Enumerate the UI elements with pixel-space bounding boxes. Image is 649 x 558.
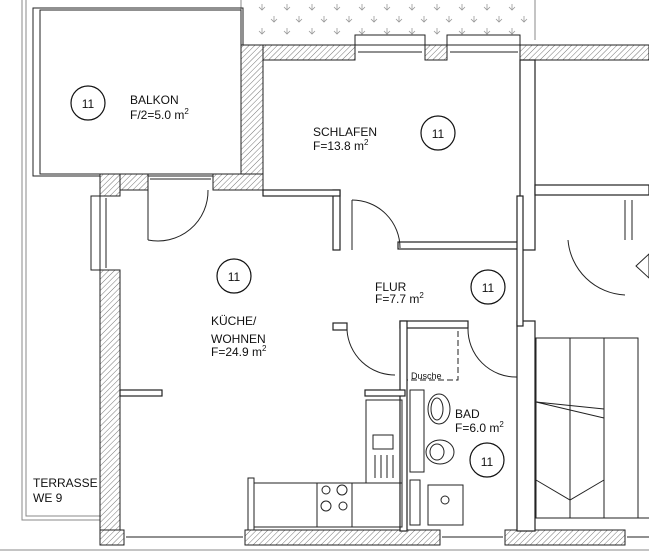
planting-arrow-icon — [433, 28, 441, 35]
room-number: 11 — [228, 270, 241, 284]
planting-arrow-icon — [520, 16, 528, 23]
room-area: F=13.8 m2 — [313, 138, 369, 153]
planting-arrow-icon — [270, 16, 278, 23]
terrace-unit-label: WE 9 — [33, 491, 63, 505]
terrace-outline — [21, 0, 100, 521]
walls — [99, 44, 649, 546]
planting-arrow-icon — [333, 4, 341, 11]
planting-arrow-icon — [395, 16, 403, 23]
planting-arrow-icon — [508, 28, 516, 35]
planting-arrow-icon — [258, 4, 266, 11]
planting-arrow-icon — [370, 16, 378, 23]
planting-arrow-icon — [470, 16, 478, 23]
room-number: 11 — [432, 127, 445, 141]
room-area: F/2=5.0 m2 — [130, 107, 189, 122]
room-bad: 11 BAD F=6.0 m2 — [455, 407, 505, 478]
planting-arrow-icon — [383, 28, 391, 35]
room-area: F=6.0 m2 — [455, 420, 504, 435]
room-number: 11 — [82, 97, 95, 111]
terrace-label: TERRASSE — [33, 476, 98, 490]
shower-label: Dusche — [411, 371, 442, 381]
room-name: KÜCHE/ — [211, 314, 257, 328]
room-number: 11 — [481, 455, 494, 469]
balcony — [32, 7, 244, 177]
planting-arrow-icon — [495, 16, 503, 23]
planting-arrow-icon — [383, 4, 391, 11]
windows — [90, 34, 649, 538]
room-number-circle — [70, 85, 106, 121]
planting-arrow-icon — [358, 4, 366, 11]
planting-arrow-icon — [408, 28, 416, 35]
planting-arrow-icon — [258, 28, 266, 35]
room-balkon: 11 BALKON F/2=5.0 m2 — [70, 85, 189, 122]
planting-arrow-icon — [420, 16, 428, 23]
planting-arrow-icon — [345, 16, 353, 23]
planting-arrow-icon — [508, 4, 516, 11]
planting-arrow-icon — [458, 28, 466, 35]
planting-arrow-icon — [333, 28, 341, 35]
room-flur: 11 FLUR F=7.7 m2 — [375, 269, 506, 306]
planting-arrow-icon — [308, 4, 316, 11]
planting-arrow-icon — [320, 16, 328, 23]
room-name: BALKON — [130, 93, 179, 107]
planting-arrow-icon — [295, 16, 303, 23]
planting-arrow-icon — [445, 16, 453, 23]
planting-arrow-icon — [308, 28, 316, 35]
room-name: FLUR — [375, 280, 407, 294]
planting-arrow-icon — [458, 4, 466, 11]
kitchen-counter — [247, 399, 403, 531]
room-schlafen: 11 SCHLAFEN F=13.8 m2 — [313, 115, 456, 153]
room-kueche-wohnen: 11 KÜCHE/ WOHNEN F=24.9 m2 — [211, 258, 267, 359]
planting-arrow-icon — [483, 28, 491, 35]
planting-arrow-icon — [483, 4, 491, 11]
room-name: WOHNEN — [211, 332, 266, 346]
planting-arrow-icon — [283, 4, 291, 11]
planting-strip — [240, 0, 536, 40]
room-area: F=7.7 m2 — [375, 291, 424, 306]
staircase — [535, 337, 649, 519]
room-name: SCHLAFEN — [313, 125, 377, 139]
bathroom-fixtures — [407, 327, 464, 526]
room-number: 11 — [482, 281, 495, 295]
room-name: BAD — [455, 407, 480, 421]
planting-arrow-icon — [433, 4, 441, 11]
planting-arrow-icon — [283, 28, 291, 35]
planting-arrow-icon — [358, 28, 366, 35]
room-area: F=24.9 m2 — [211, 344, 267, 359]
planting-arrow-icon — [408, 4, 416, 11]
doors — [147, 189, 649, 378]
